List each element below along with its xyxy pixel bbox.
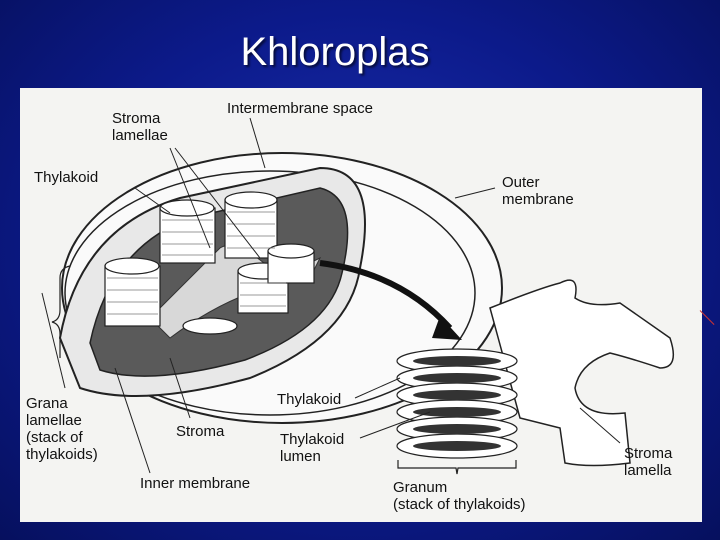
label-intermembrane-space: Intermembrane space [227,100,373,117]
label-line: (stack of thylakoids) [393,496,526,513]
label-line: Stroma [112,110,168,127]
granum-stack [105,266,160,326]
label-inner-membrane: Inner membrane [140,475,250,492]
label-line: lamellae [112,127,168,144]
label-line: (stack of [26,429,98,446]
granum-top [268,244,314,258]
label-grana-lamellae: Grana lamellae (stack of thylakoids) [26,395,98,463]
label-line: lumen [280,448,344,465]
slide-title: Khloroplas [0,30,670,75]
label-thylakoid-lumen: Thylakoid lumen [280,431,344,465]
label-line: Thylakoid [280,431,344,448]
label-stroma-lamellae: Stroma lamellae [112,110,168,144]
diagram-panel: Stroma lamellae Intermembrane space Thyl… [20,88,702,522]
label-line: Outer [502,174,574,191]
granum-top [105,258,159,274]
label-line: lamellae [26,412,98,429]
chloroplast-diagram [20,88,702,522]
label-outer-membrane: Outer membrane [502,174,574,208]
label-line: thylakoids) [26,446,98,463]
granum-bracket [398,460,516,474]
granum-top [225,192,277,208]
granum-top [160,200,214,216]
label-line: Grana [26,395,98,412]
label-line: lamella [624,462,672,479]
label-granum: Granum (stack of thylakoids) [393,479,526,513]
stroma-lamella-shape [490,280,673,465]
label-line: Granum [393,479,526,496]
label-thylakoid-right: Thylakoid [277,391,341,408]
label-line: Stroma [624,445,672,462]
label-line: membrane [502,191,574,208]
label-thylakoid-top: Thylakoid [34,169,98,186]
granum-top [183,318,237,334]
label-stroma-lamella: Stroma lamella [624,445,672,479]
label-stroma: Stroma [176,423,224,440]
